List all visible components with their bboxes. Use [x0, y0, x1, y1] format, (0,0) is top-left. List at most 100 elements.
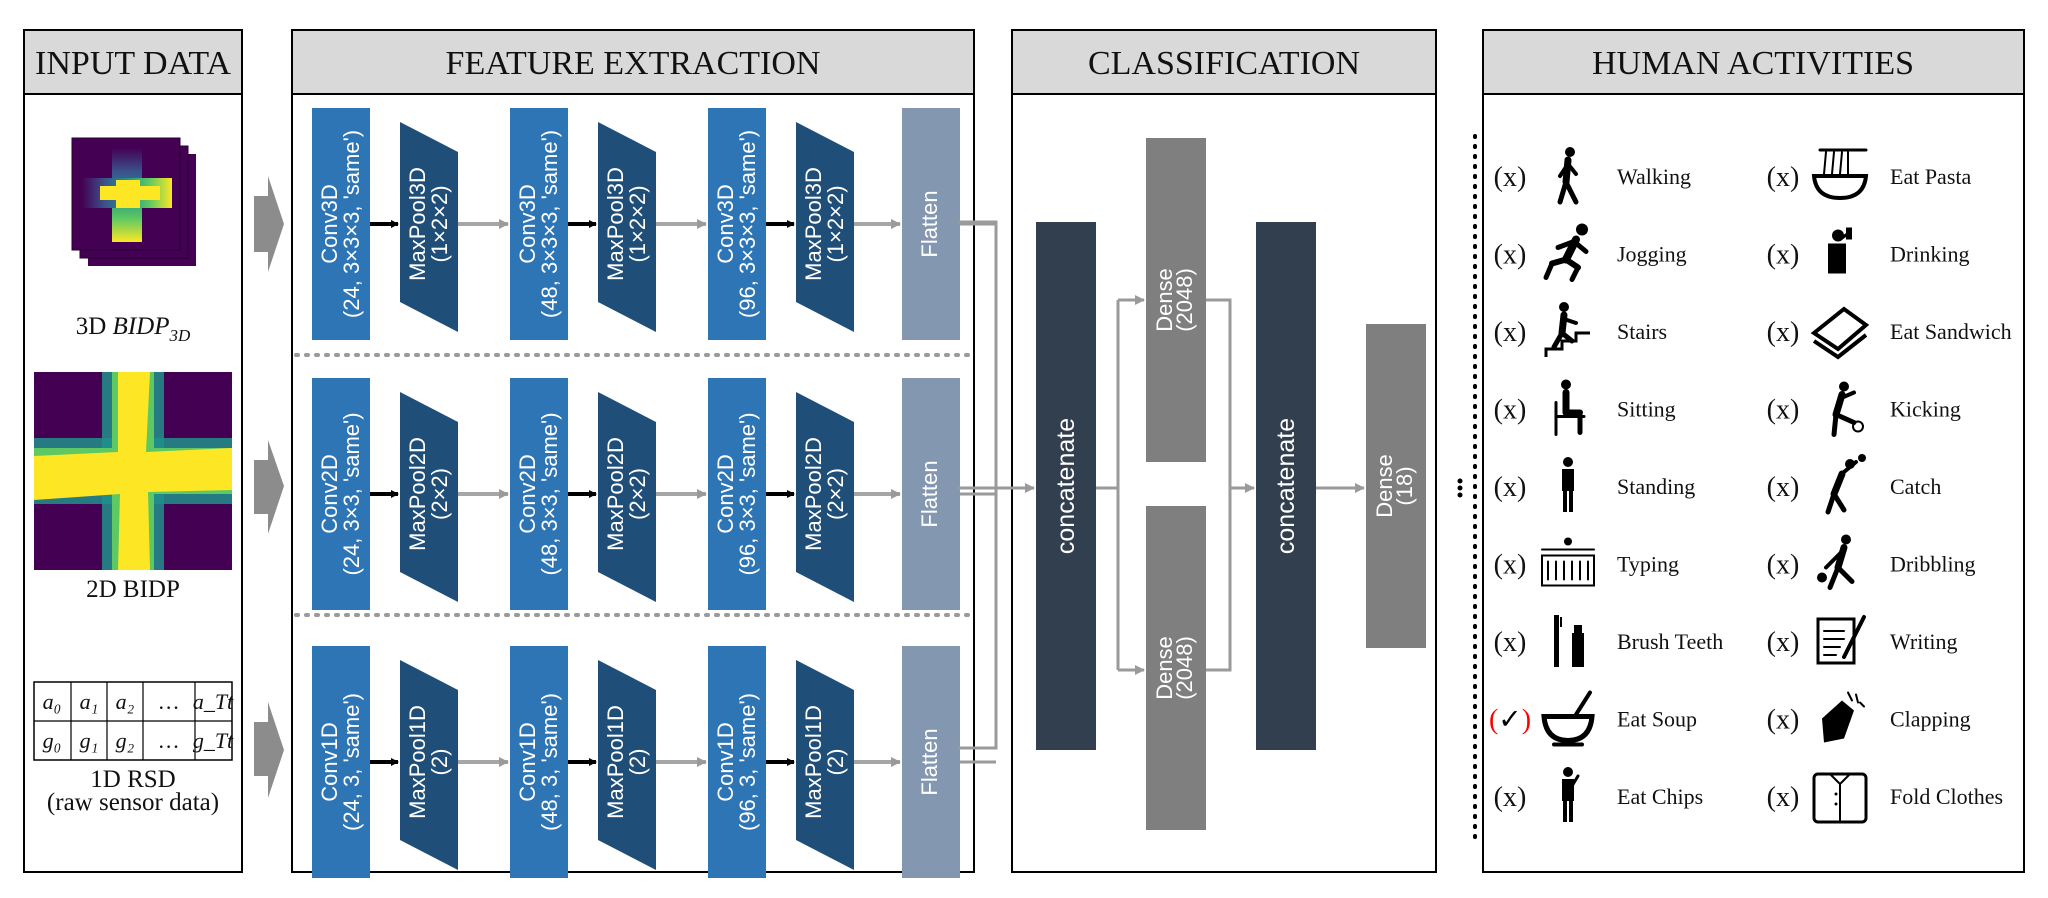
pool-block: MaxPool2D(2×2) — [796, 392, 854, 602]
block-label: Conv2D — [317, 454, 342, 533]
table-cell: … — [159, 728, 179, 753]
block-params: (2×2) — [427, 468, 452, 520]
x-mark: (x) — [1494, 317, 1527, 348]
activity-label: Dribbling — [1890, 552, 1976, 577]
dense-top-block: Dense (2048) — [1146, 138, 1206, 462]
bidp-2d-heatmap — [34, 372, 232, 570]
human-activities-header: HUMAN ACTIVITIES — [1592, 45, 1914, 82]
activity-item: (x)Dribbling — [1767, 534, 1976, 590]
eat-soup-icon — [1541, 690, 1595, 747]
block-params: (2) — [823, 749, 848, 776]
block-label: MaxPool3D — [603, 167, 628, 281]
block-params: (48, 3×3, 'same') — [537, 412, 562, 575]
writing-icon — [1816, 615, 1866, 665]
x-mark: (x) — [1494, 550, 1527, 581]
activity-label: Catch — [1890, 474, 1941, 499]
input-data-header: INPUT DATA — [35, 45, 231, 82]
activity-item: (x) Catch — [1767, 454, 1941, 515]
x-mark: (x) — [1494, 240, 1527, 271]
svg-text:Dense: Dense — [1372, 454, 1397, 518]
check-mark: (✓) — [1489, 705, 1531, 736]
table-cell: g₀ — [43, 728, 62, 753]
x-mark: (x) — [1767, 317, 1800, 348]
block-params: (1×2×2) — [823, 185, 848, 262]
input-arrow-2d — [254, 440, 284, 534]
activity-item: (x)Kicking — [1767, 381, 1961, 437]
block-label: MaxPool2D — [603, 437, 628, 551]
x-mark: (x) — [1494, 782, 1527, 813]
block-params: (2) — [427, 749, 452, 776]
block-label: Flatten — [917, 460, 942, 527]
activity-item: (x)Jogging — [1494, 223, 1687, 282]
dense-bottom-block: Dense (2048) — [1146, 506, 1206, 830]
x-mark: (x) — [1767, 782, 1800, 813]
pool-block: MaxPool3D(1×2×2) — [796, 122, 854, 332]
clapping-icon — [1822, 691, 1865, 743]
drinking-icon — [1828, 227, 1852, 274]
activity-label: Eat Sandwich — [1890, 319, 2012, 344]
activity-item: (x) Stairs — [1494, 302, 1667, 357]
block-label: MaxPool2D — [405, 437, 430, 551]
activity-label: Kicking — [1890, 397, 1961, 422]
dribbling-icon — [1817, 534, 1855, 590]
x-mark: (x) — [1767, 472, 1800, 503]
activity-label: Eat Chips — [1617, 784, 1703, 809]
feature-extraction-header: FEATURE EXTRACTION — [446, 45, 821, 82]
activity-item: (✓) Eat Soup — [1489, 690, 1697, 747]
block-label: Conv2D — [515, 454, 540, 533]
x-mark: (x) — [1494, 627, 1527, 658]
feature-branches: Conv3D(24, 3×3×3, 'same')MaxPool3D(1×2×2… — [312, 108, 996, 878]
block-params: (96, 3×3×3, 'same') — [735, 130, 760, 318]
x-mark: (x) — [1494, 395, 1527, 426]
activity-list: (x)Walking(x)Jogging(x)Stairs(x)Sitting(… — [1489, 147, 2012, 824]
block-label: MaxPool3D — [801, 167, 826, 281]
x-mark: (x) — [1494, 472, 1527, 503]
activity-label: Stairs — [1617, 319, 1667, 344]
x-mark: (x) — [1767, 162, 1800, 193]
table-cell: g₁ — [80, 728, 99, 753]
x-mark: (x) — [1767, 627, 1800, 658]
eat-sandwich-icon — [1810, 306, 1870, 360]
svg-text:Dense: Dense — [1152, 636, 1177, 700]
input-arrow-1d — [254, 702, 284, 798]
conv-block: Conv1D(96, 3, 'same') — [708, 646, 766, 878]
jogging-icon — [1543, 223, 1589, 282]
block-params: (2) — [625, 749, 650, 776]
pool-block: MaxPool1D(2) — [400, 660, 458, 870]
block-label: Conv3D — [515, 184, 540, 263]
conv-block: Conv2D(48, 3×3, 'same') — [510, 378, 568, 610]
conv-block: Conv1D(24, 3, 'same') — [312, 646, 370, 878]
activity-item: (x)Eat Pasta — [1767, 148, 1971, 201]
pool-block: MaxPool2D(2×2) — [400, 392, 458, 602]
activity-label: Drinking — [1890, 242, 1969, 267]
block-label: Conv2D — [713, 454, 738, 533]
bidp-2d-label: 2D BIDP — [86, 576, 180, 603]
concatenate-block-2: concatenate — [1256, 222, 1316, 750]
rsd-sublabel: (raw sensor data) — [47, 789, 219, 816]
block-params: (48, 3, 'same') — [537, 693, 562, 831]
conv-block: Conv3D(48, 3×3×3, 'same') — [510, 108, 568, 340]
table-cell: a₂ — [116, 689, 135, 714]
table-cell: g₂ — [116, 728, 135, 753]
pool-block: MaxPool1D(2) — [796, 660, 854, 870]
activity-label: Brush Teeth — [1617, 629, 1723, 654]
activity-item: (x)Walking — [1494, 147, 1691, 205]
conv-block: Conv1D(48, 3, 'same') — [510, 646, 568, 878]
pool-block: MaxPool2D(2×2) — [598, 392, 656, 602]
block-label: Conv3D — [713, 184, 738, 263]
output-dots — [1457, 478, 1463, 498]
human-activities-panel: HUMAN ACTIVITIES — [1482, 29, 2025, 873]
input-arrow-3d — [254, 176, 284, 272]
block-params: (2×2) — [625, 468, 650, 520]
block-label: MaxPool1D — [801, 705, 826, 819]
activity-label: Walking — [1617, 164, 1691, 189]
activity-label: Eat Soup — [1617, 707, 1697, 732]
flatten-block: Flatten — [902, 378, 960, 610]
svg-text:(2048): (2048) — [1172, 268, 1197, 332]
flatten-block: Flatten — [902, 108, 960, 340]
activity-label: Typing — [1617, 552, 1679, 577]
block-params: (24, 3×3×3, 'same') — [339, 130, 364, 318]
activity-label: Fold Clothes — [1890, 784, 2003, 809]
standing-icon — [1562, 457, 1574, 512]
